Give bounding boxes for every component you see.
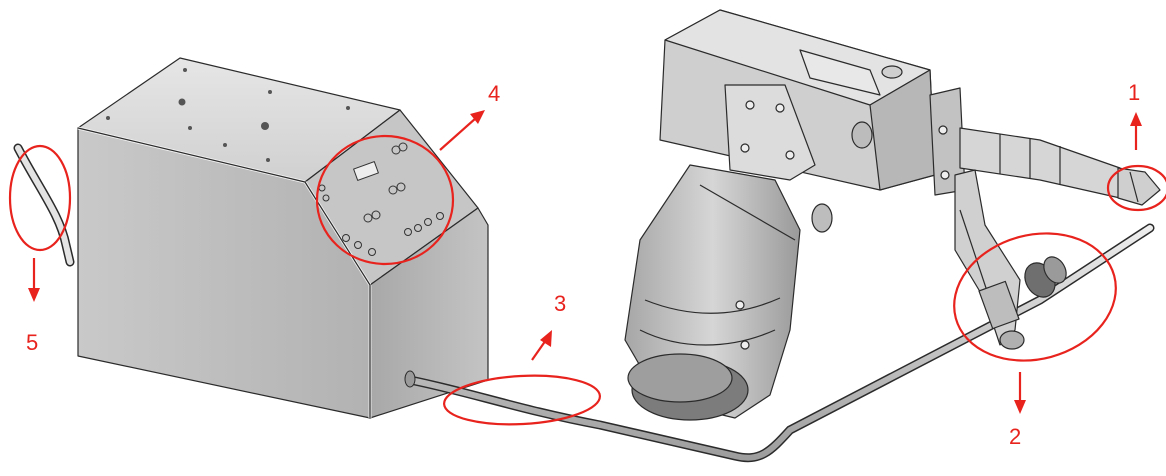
callout-arrow-4 xyxy=(439,110,485,151)
wire-feed-tube xyxy=(404,223,1155,463)
callout-circle-2 xyxy=(953,232,1117,362)
callout-label-4: 4 xyxy=(488,81,500,106)
callout-circle-4 xyxy=(315,134,455,266)
welding-gun xyxy=(624,9,1161,421)
nozzle-tip xyxy=(1117,167,1161,206)
callout-arrow-1 xyxy=(1130,112,1142,150)
callout-label-5: 5 xyxy=(26,330,38,355)
callout-label-1: 1 xyxy=(1128,80,1140,105)
callout-circle-1 xyxy=(1106,164,1166,212)
callout-arrow-5 xyxy=(28,258,40,302)
callout-label-3: 3 xyxy=(554,291,566,316)
gun-nozzle-barrel xyxy=(959,127,1121,199)
wire-feeder-box xyxy=(77,57,489,419)
callout-label-2: 2 xyxy=(1009,424,1021,449)
callout-circle-3 xyxy=(442,374,602,426)
annotations xyxy=(8,110,1166,426)
callout-arrow-3 xyxy=(531,330,552,361)
left-wire-conduit xyxy=(13,143,75,267)
callout-circle-5 xyxy=(8,144,72,252)
callout-arrow-2 xyxy=(1014,372,1026,414)
